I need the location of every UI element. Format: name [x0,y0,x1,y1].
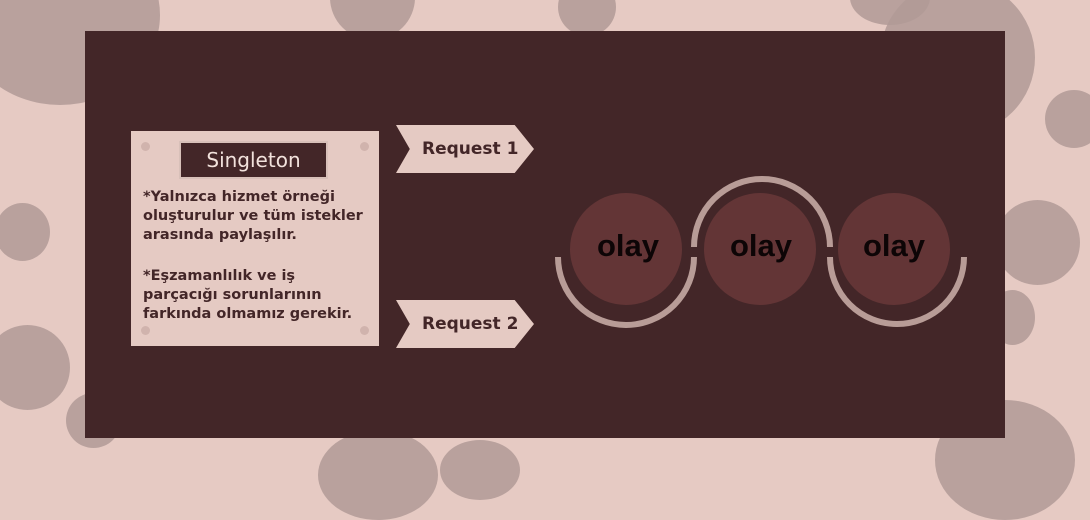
node-circle-1 [570,193,682,305]
node-label-3: olay [862,228,926,263]
background-bubble [1045,90,1090,148]
node-connector-arcs [555,176,967,328]
card-paragraph-1: *Yalnızca hizmet örneği oluşturulur ve t… [143,189,363,243]
card-pin [141,326,150,335]
request-1-arrow: Request 1 [396,125,534,173]
node-circle-2 [704,193,816,305]
node-label-2: olay [729,228,793,263]
card-pin [141,142,150,151]
card-pin [360,142,369,151]
card-pin [360,326,369,335]
node-label-1: olay [596,228,660,263]
background-bubble [0,325,70,410]
card-paragraph-2: *Eşzamanlılık ve iş parçacığı sorunların… [143,268,353,322]
request-2-arrow: Request 2 [396,300,534,348]
node-circle-3 [838,193,950,305]
card-title: Singleton [179,141,328,179]
arc-top-2 [691,176,833,248]
arc-bottom-1 [555,256,697,328]
background-bubble [995,200,1080,285]
background-bubble [0,203,50,261]
arc-bottom-3 [827,256,967,327]
